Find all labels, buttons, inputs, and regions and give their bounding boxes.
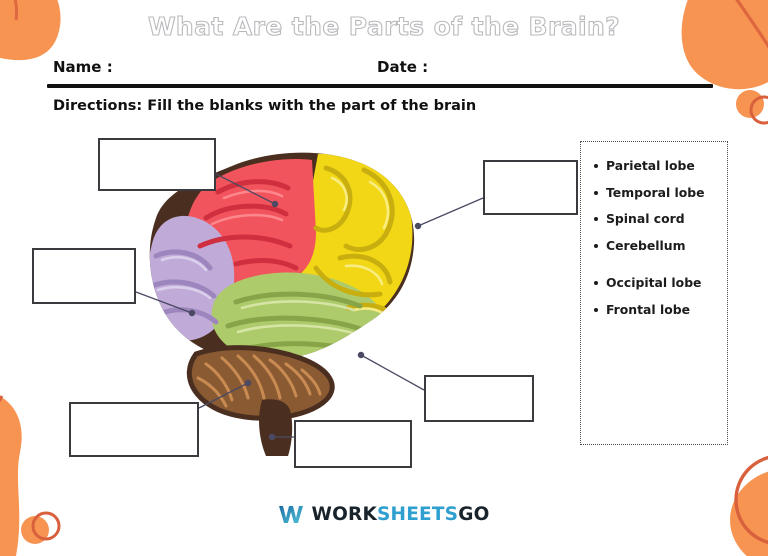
answer-box-bottom-right[interactable] (424, 375, 534, 422)
page-title: What Are the Parts of the Brain? (147, 11, 621, 41)
name-date-row: Name : Date : (47, 58, 713, 82)
word-bank: Parietal lobe Temporal lobe Spinal cord … (580, 141, 728, 445)
word-bank-item-frontal-lobe[interactable]: Frontal lobe (593, 302, 721, 318)
decor-bottom-left (0, 395, 61, 556)
worksheetsgo-logo-icon (278, 504, 304, 529)
answer-box-bottom-mid[interactable] (294, 420, 412, 468)
decor-bottom-right (730, 455, 768, 556)
answer-box-top-right[interactable] (483, 160, 578, 215)
region-brain-stem (259, 399, 293, 456)
word-bank-item-spinal-cord[interactable]: Spinal cord (593, 211, 721, 227)
word-bank-item-parietal-lobe[interactable]: Parietal lobe (593, 158, 721, 174)
logo-text-sheets: SHEETS (376, 504, 459, 525)
decor-top-left (0, 0, 61, 61)
answer-box-top-left[interactable] (98, 138, 216, 191)
directions-text: Directions: Fill the blanks with the par… (53, 98, 477, 114)
answer-box-bottom-left[interactable] (69, 402, 199, 457)
brain-illustration (149, 152, 415, 456)
logo-text-go: GO (458, 504, 490, 525)
word-bank-list: Parietal lobe Temporal lobe Spinal cord … (581, 142, 727, 317)
word-bank-item-temporal-lobe[interactable]: Temporal lobe (593, 185, 721, 201)
decor-top-right (681, 0, 768, 125)
name-label: Name : (53, 58, 113, 76)
answer-box-mid-left[interactable] (32, 248, 136, 304)
logo-text-work: WORK (311, 504, 377, 525)
region-cerebellum (186, 345, 335, 421)
word-bank-item-occipital-lobe[interactable]: Occipital lobe (593, 275, 721, 291)
header-divider (47, 84, 713, 88)
word-bank-item-cerebellum[interactable]: Cerebellum (593, 238, 721, 254)
footer-logo: WORKSHEETSGO (0, 504, 768, 529)
date-label: Date : (377, 58, 429, 76)
